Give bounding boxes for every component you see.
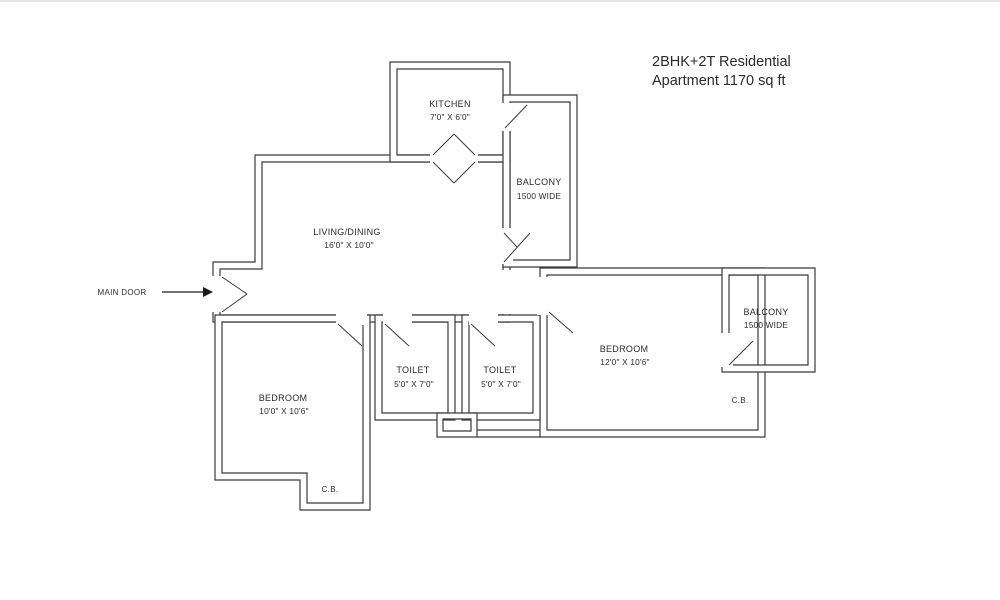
toilet-1-door-opening	[383, 312, 412, 325]
kitchen-balcony-window-opening	[500, 103, 513, 131]
bedroom-right-door-swing	[548, 311, 574, 334]
toilet-2-walls	[461, 314, 541, 421]
main-door-annotation: MAIN DOOR	[98, 287, 213, 297]
walls	[212, 61, 816, 511]
toilet-2-door-opening	[469, 312, 498, 325]
balcony-right-label: BALCONY	[743, 307, 788, 317]
toilet-2-door-swing	[470, 323, 496, 347]
main-door-swing	[221, 276, 248, 313]
main-door-opening	[209, 276, 223, 312]
kitchen-label: KITCHEN	[429, 99, 471, 109]
toilet-1-door-swing	[384, 323, 410, 347]
bedroom-left-dims: 10'0" X 10'6"	[259, 406, 309, 416]
kitchen-door-opening	[430, 152, 478, 165]
duct-shaft-walls	[436, 412, 478, 438]
kitchen-door-swing	[432, 133, 476, 184]
main-door-arrow-head	[203, 287, 213, 297]
bedroom-right-label: BEDROOM	[600, 344, 649, 354]
balcony-top-walls	[502, 94, 578, 268]
door-openings	[209, 103, 733, 367]
living-dining-label: LIVING/DINING	[313, 227, 380, 237]
bedroom-right-cb-label: C.B.	[732, 396, 749, 405]
bedroom-left-label: BEDROOM	[259, 393, 308, 403]
main-door-label: MAIN DOOR	[98, 288, 147, 297]
kitchen-dims: 7'0" X 6'0"	[430, 112, 470, 122]
balcony-right-door-opening	[719, 333, 733, 367]
balcony-right-door-swing	[728, 340, 754, 366]
plan-title: 2BHK+2T Residential Apartment 1170 sq ft	[652, 54, 791, 89]
top-border	[0, 0, 1000, 2]
corridor-bottom-wall	[477, 429, 540, 438]
bedroom-left-cb-label: C.B.	[322, 485, 339, 494]
corridor-opening	[500, 270, 513, 314]
room-labels: KITCHEN 7'0" X 6'0" BALCONY 1500 WIDE LI…	[259, 99, 789, 494]
living-room-walls	[212, 154, 511, 323]
toilet-1-dims: 5'0" X 7'0"	[394, 379, 434, 389]
balcony-top-label: BALCONY	[516, 177, 561, 187]
living-dining-dims: 16'0" X 10'0"	[324, 240, 374, 250]
bedroom-right-door-opening	[537, 277, 551, 315]
toilet-2-dims: 5'0" X 7'0"	[481, 379, 521, 389]
bedroom-left-door-swing	[337, 323, 363, 347]
toilet-2-label: TOILET	[483, 365, 516, 375]
toilet-1-label: TOILET	[396, 365, 429, 375]
kitchen-balcony-window-swing	[504, 104, 528, 129]
balcony-right-dims: 1500 WIDE	[744, 320, 788, 330]
plan-title-line2: Apartment 1170 sq ft	[652, 73, 786, 89]
bedroom-left-door-opening	[336, 312, 367, 325]
balcony-top-door-swing	[503, 232, 531, 263]
balcony-top-dims: 1500 WIDE	[517, 191, 561, 201]
bedroom-right-dims: 12'0" X 10'6"	[600, 357, 650, 367]
plan-title-line1: 2BHK+2T Residential	[652, 54, 791, 70]
door-swings	[221, 104, 754, 366]
